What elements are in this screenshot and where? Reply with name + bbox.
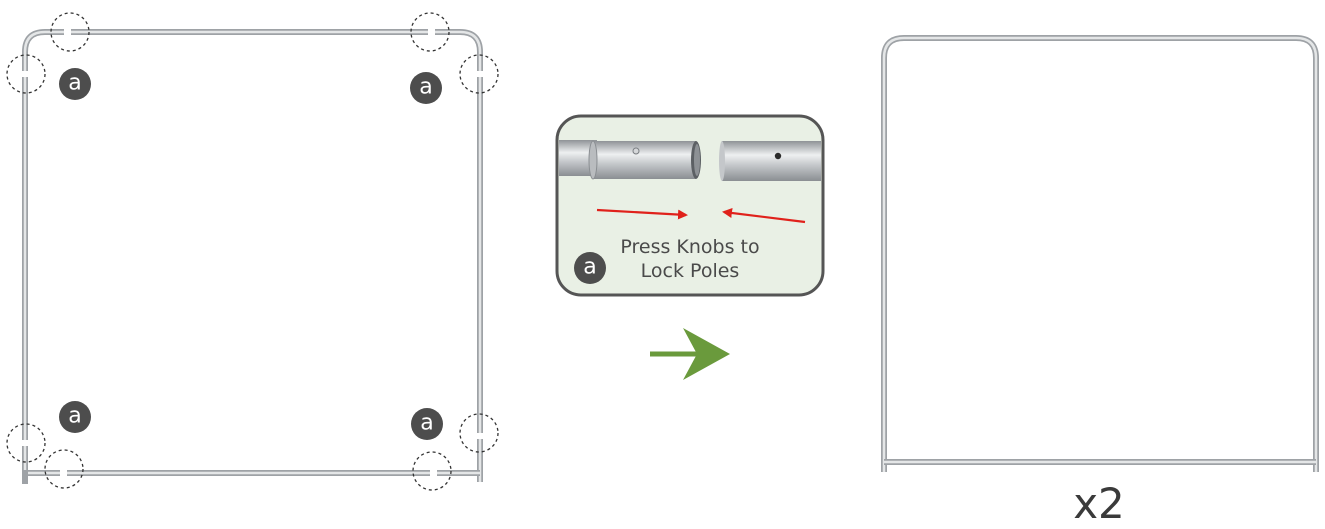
joint-circle: [412, 451, 452, 491]
joint-circle: [6, 54, 46, 94]
quantity-label: x2: [1073, 479, 1125, 528]
callout-text-line2: Lock Poles: [641, 260, 740, 282]
left-frame: [20, 27, 485, 484]
joint-circle: [459, 54, 499, 94]
badge-label: a: [68, 404, 81, 429]
joint-circle: [44, 449, 84, 489]
left-pole-segment: [559, 140, 701, 180]
callout-badge-label: a: [583, 255, 596, 280]
assembled-frame: [881, 35, 1319, 472]
joint-circle: [50, 12, 90, 52]
badge-label: a: [68, 71, 81, 96]
callout-text-line1: Press Knobs to: [620, 236, 759, 258]
lock-hole-icon: [774, 152, 782, 160]
joint-circle: [6, 423, 46, 463]
joint-highlight-circles: [6, 12, 499, 491]
push-right-arrow-icon: [596, 208, 688, 220]
badge-label: a: [420, 411, 433, 436]
badge-label: a: [419, 75, 432, 100]
joint-circle: [459, 413, 499, 453]
right-pole-segment: [719, 141, 821, 181]
callout-box: a Press Knobs to Lock Poles: [555, 114, 825, 297]
joint-circle: [410, 12, 450, 52]
connector-badges: a a a a: [59, 68, 443, 440]
next-step-arrow-icon: [650, 328, 730, 380]
push-left-arrow-icon: [722, 208, 806, 224]
lock-knob-icon: [632, 147, 640, 155]
